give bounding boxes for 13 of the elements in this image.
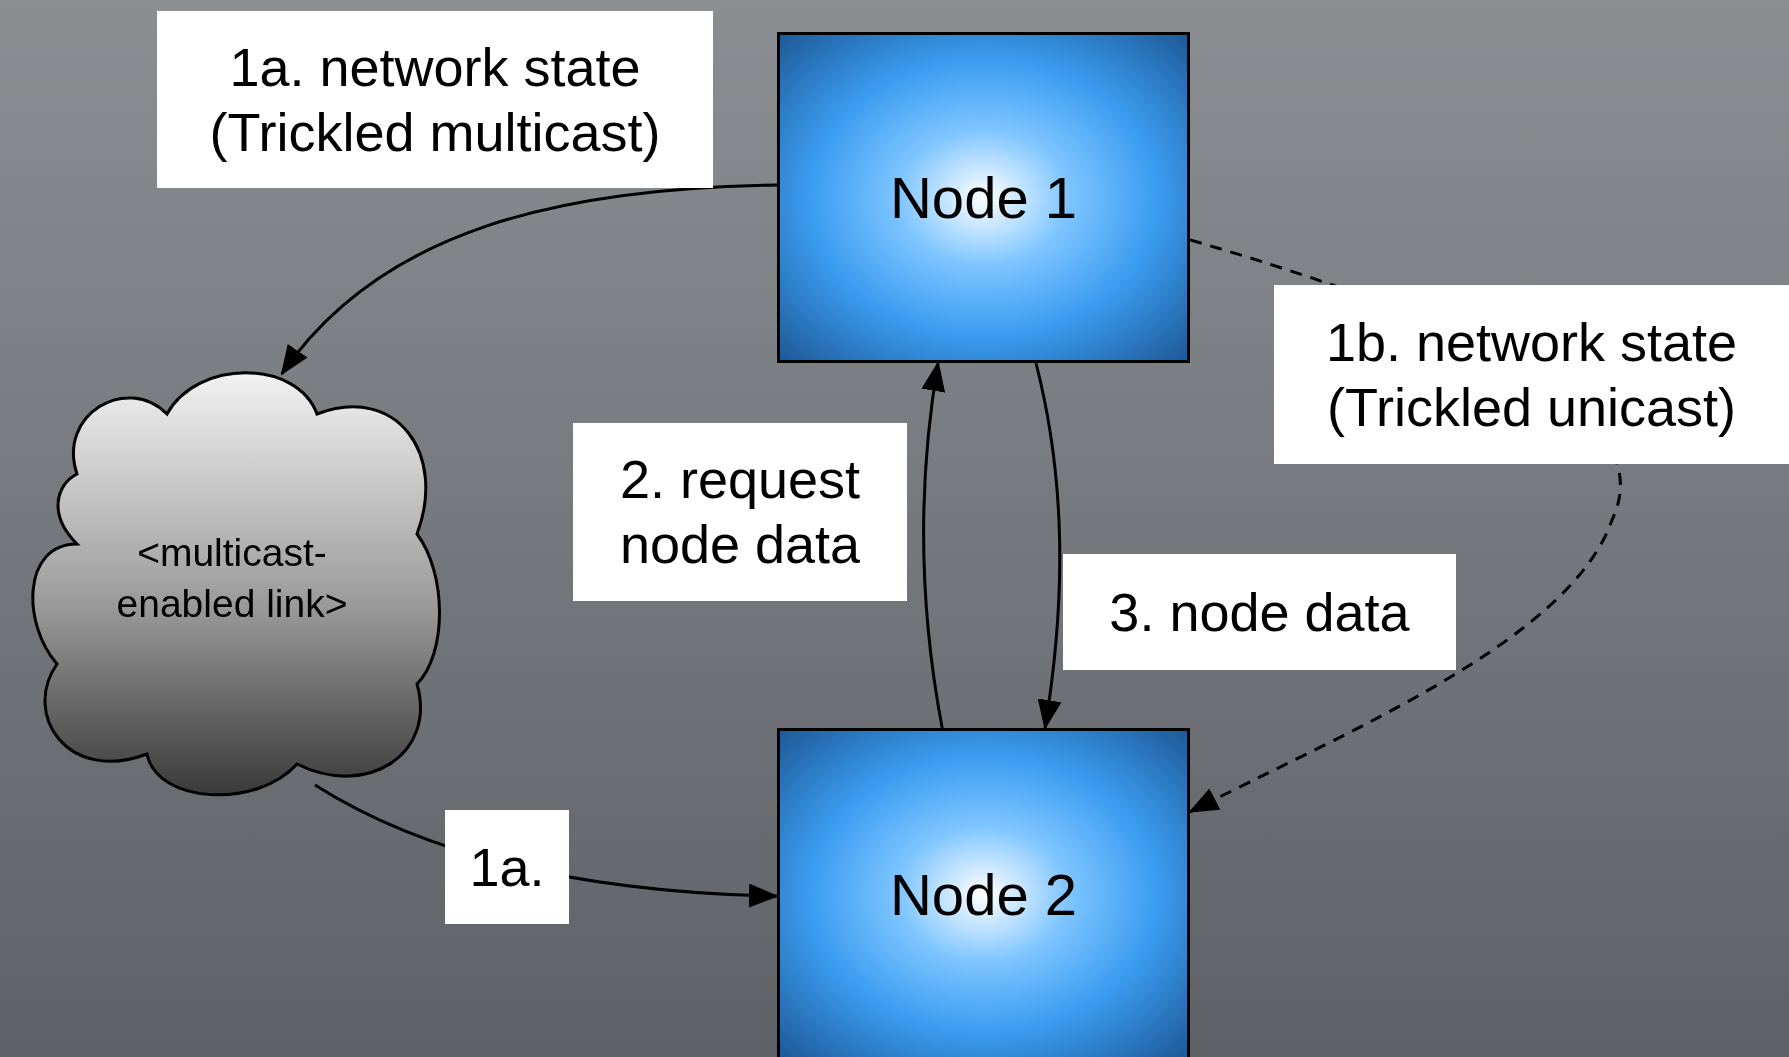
cloud-label: <multicast- enabled link> [115,530,349,627]
edge-label: 3. node data [1063,554,1456,670]
node-box [777,728,1190,1057]
arrow [921,361,946,729]
edge-label: 1b. network state (Trickled unicast) [1274,285,1789,464]
node-label: Node 2 [890,860,1077,929]
node-label: Node 1 [890,164,1077,232]
edge-label: 2. request node data [573,423,907,601]
edge-label: 1a. network state (Trickled multicast) [157,11,713,188]
node-box [777,32,1190,363]
edge-label: 1a. [445,810,569,924]
arrow [280,183,778,376]
arrow [1034,362,1062,730]
